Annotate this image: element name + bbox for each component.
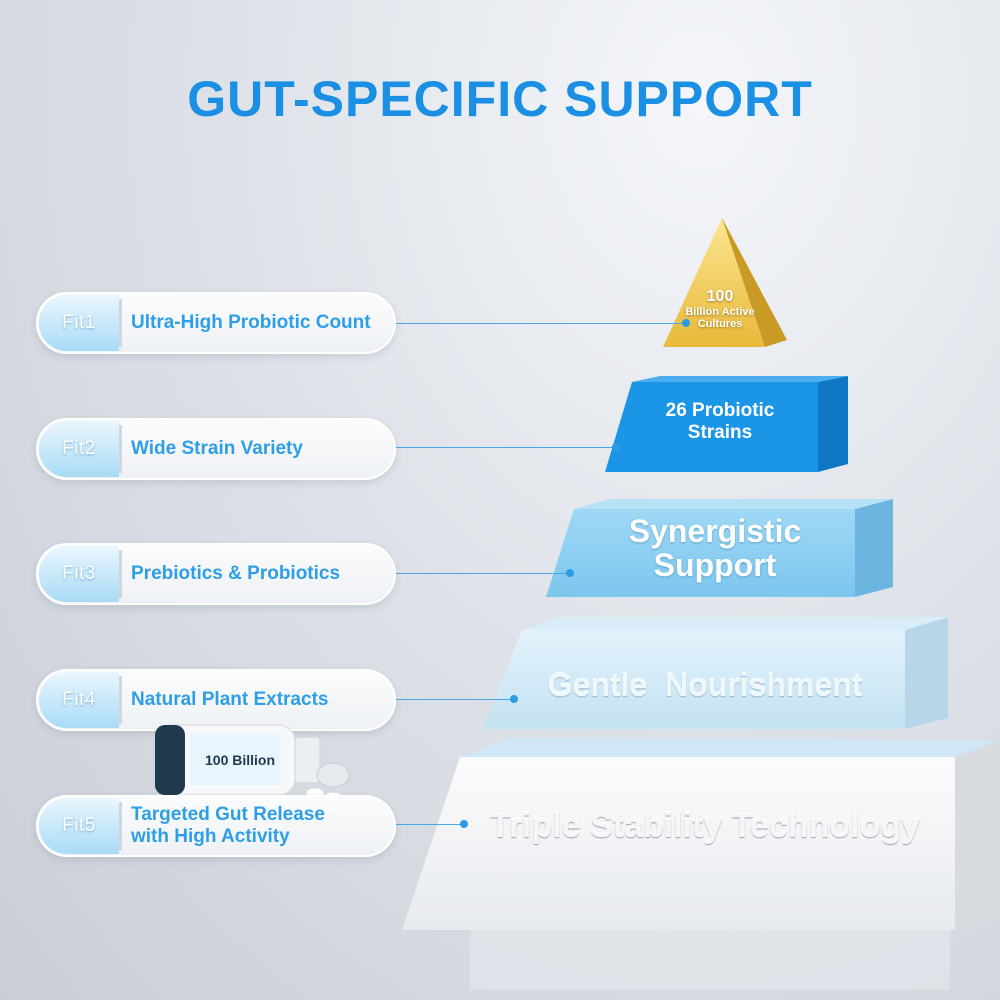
fit1-tag: Fit1: [39, 295, 122, 351]
fit4-tag: Fit4: [39, 672, 122, 728]
pyramid-tier-3: [546, 499, 893, 597]
fit1-text: Ultra-High Probiotic Count: [131, 312, 371, 333]
tier2-text: 26 Probiotic Strains: [620, 400, 820, 444]
connector-fit5: [396, 824, 466, 825]
fit1-pill: Fit1 Ultra-High Probiotic Count: [36, 292, 396, 354]
fit5-text: Targeted Gut Release with High Activity: [131, 804, 325, 848]
connector-dot-fit5: [460, 820, 468, 828]
pyramid-tier-2: [605, 376, 848, 472]
fit5-text-line2: with High Activity: [131, 826, 290, 847]
fit3-pill: Fit3 Prebiotics & Probiotics: [36, 543, 396, 605]
fit3-tag: Fit3: [39, 546, 122, 602]
bottle-label: 100 Billion: [205, 752, 275, 768]
tier2-line2: Strains: [687, 422, 753, 443]
tier2-line1: 26 Probiotic: [665, 400, 775, 421]
fit2-text: Wide Strain Variety: [131, 438, 303, 459]
tier3-line1: Synergistic: [628, 513, 802, 549]
probiotic-bottle-image: 100 Billion: [154, 724, 350, 803]
connector-dot-fit4: [510, 695, 518, 703]
tier5-text: Triple Stability Technology: [489, 807, 921, 845]
page-title: GUT-SPECIFIC SUPPORT: [187, 71, 813, 127]
connector-fit2: [396, 447, 616, 448]
pyramid-tier-5: [402, 738, 1000, 930]
connector-dot-fit3: [566, 569, 574, 577]
fit5-tag: Fit5: [39, 798, 122, 854]
tier4-text: Gentle Nourishment: [547, 667, 863, 703]
tier3-line2: Support: [653, 547, 777, 583]
tier1-number: 100: [706, 288, 734, 305]
tier1-text: 100 Billion Active Cultures: [665, 288, 775, 330]
tier1-line3: Cultures: [697, 318, 743, 330]
fit5-pill: Fit5 Targeted Gut Release with High Acti…: [36, 795, 396, 857]
fit3-text: Prebiotics & Probiotics: [131, 563, 341, 584]
connector-fit3: [396, 573, 570, 574]
tier3-text: Synergistic Support: [580, 514, 850, 582]
connector-dot-fit1: [682, 319, 690, 327]
fit2-pill: Fit2 Wide Strain Variety: [36, 418, 396, 480]
fit5-text-line1: Targeted Gut Release: [131, 804, 325, 825]
tier1-line2: Billion Active: [685, 306, 755, 318]
fit4-text: Natural Plant Extracts: [131, 689, 329, 710]
connector-dot-fit2: [612, 443, 620, 451]
connector-fit1: [396, 323, 686, 324]
fit2-tag: Fit2: [39, 421, 122, 477]
pyramid-tier-4: [483, 617, 948, 729]
fit4-pill: Fit4 Natural Plant Extracts: [36, 669, 396, 731]
pyramid-tier-1: [663, 218, 787, 347]
connector-fit4: [396, 699, 514, 700]
